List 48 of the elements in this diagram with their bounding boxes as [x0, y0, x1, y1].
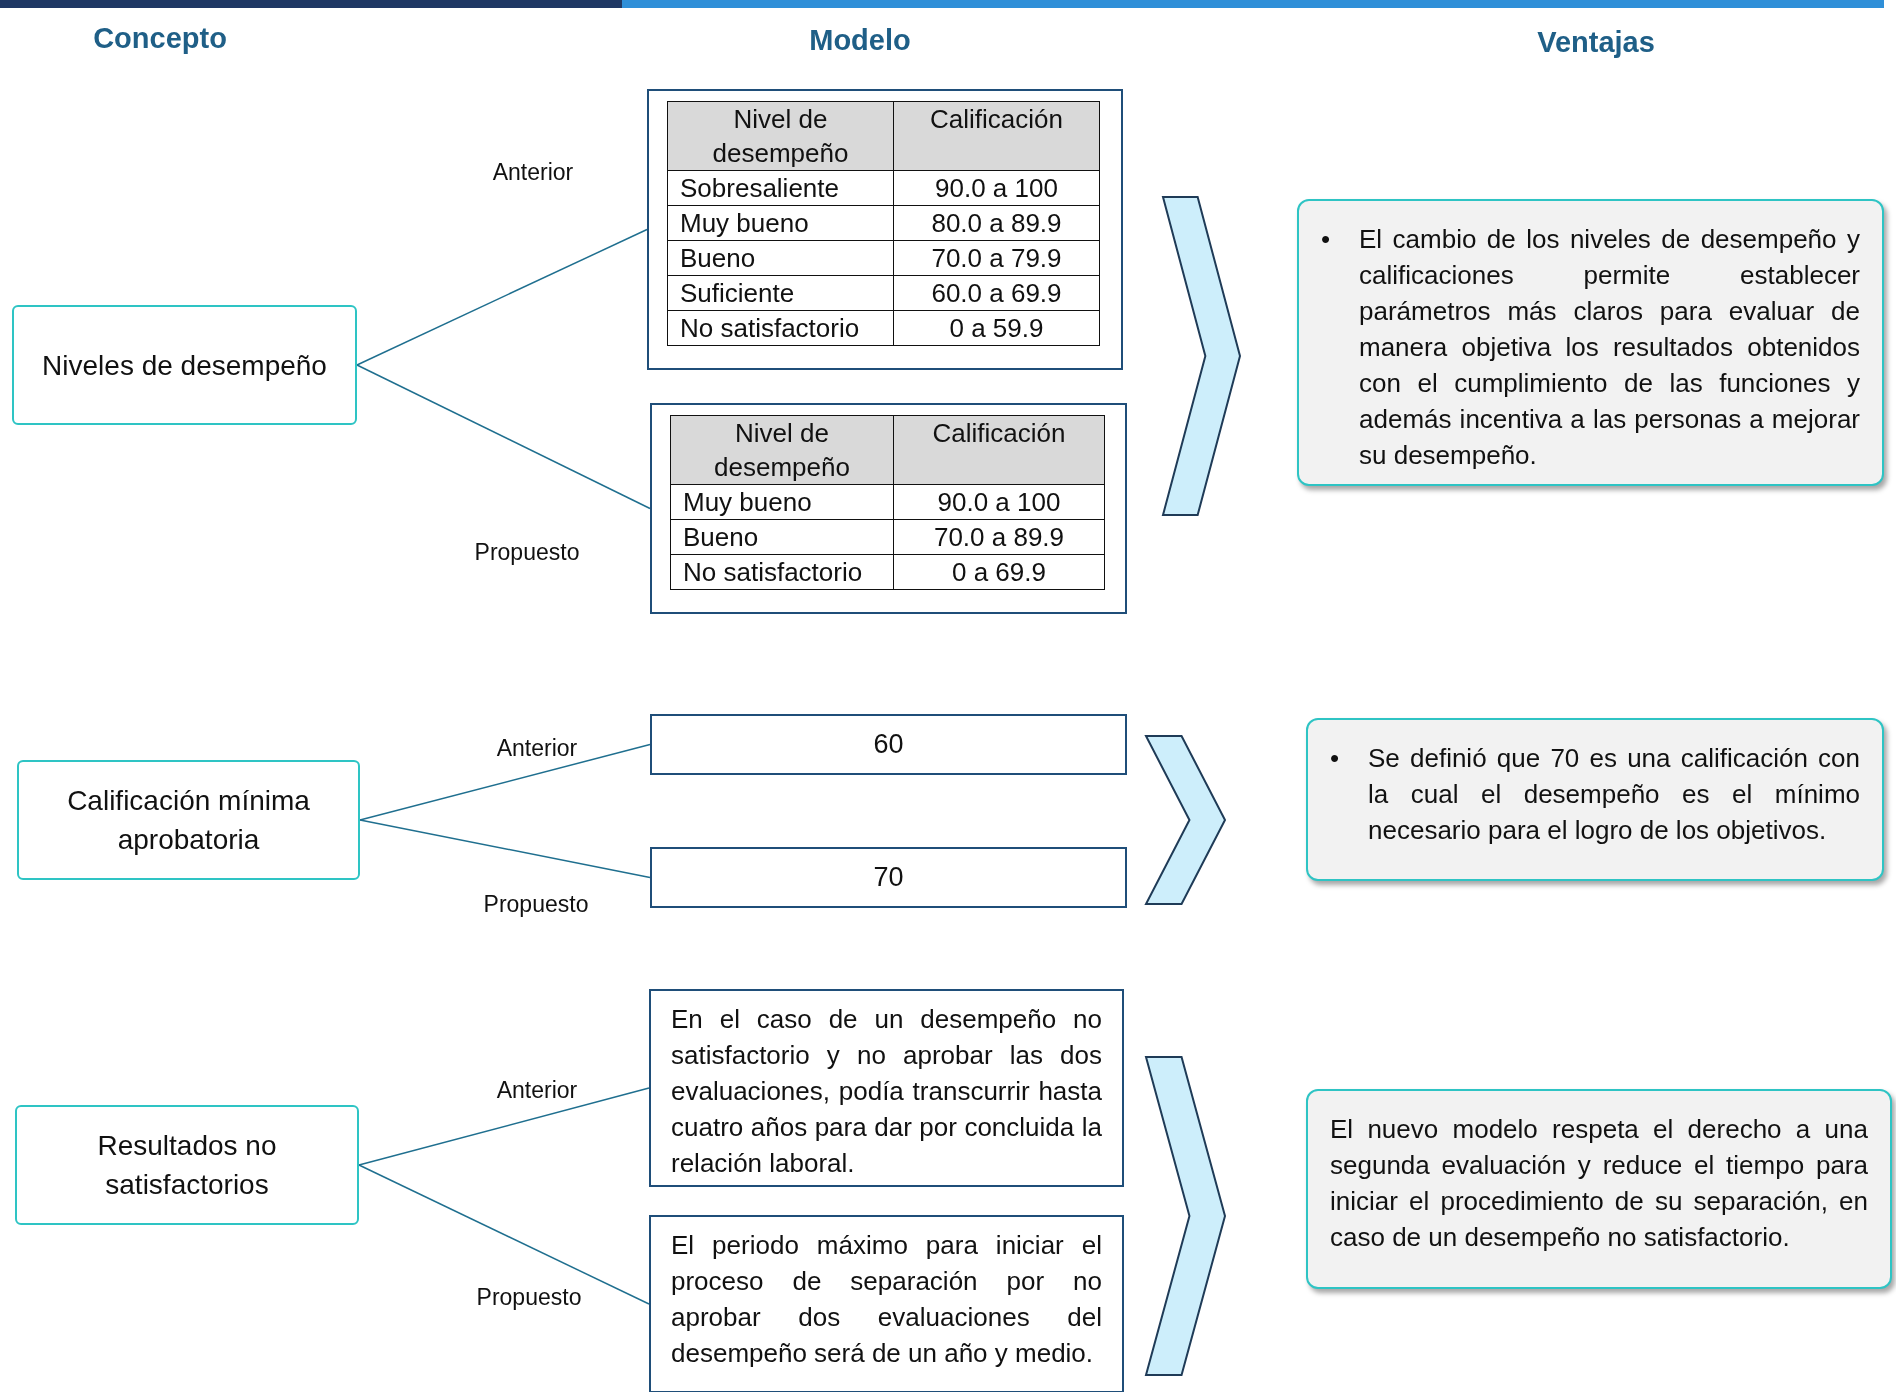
table-cell: 0 a 59.9	[893, 310, 1100, 346]
bullet-marker: •	[1321, 223, 1332, 256]
table-cell: No satisfactorio	[670, 554, 894, 590]
value-box: 60	[650, 714, 1127, 775]
table-cell: Sobresaliente	[667, 170, 894, 206]
bullet-text: Se definió que 70 es una calificación con la cual el desempeño es el mínimo necesario para el logro de los objetivos.	[1368, 742, 1860, 847]
bullet-marker: •	[1330, 742, 1341, 775]
connector-line	[356, 364, 651, 510]
table-header-cell: Nivel de desempeño	[670, 415, 894, 485]
table-cell: 90.0 a 100	[893, 170, 1100, 206]
table-cell: Muy bueno	[670, 484, 894, 520]
table-header-cell: Nivel de desempeño	[667, 101, 894, 171]
bullet-text: El cambio de los niveles de desempeño y calificaciones permite establecer parámetros más claros para evaluar de manera objetiva los resultados obtenidos con el cumplimiento de las funciones y además incentiva a las personas a mejorar su desempeño.	[1359, 223, 1860, 472]
text-box: El periodo máximo para iniciar el proceso de separación por no aprobar dos evaluaciones del desempeño será de un año y medio.	[649, 1215, 1124, 1392]
table-cell: Muy bueno	[667, 205, 894, 241]
table-cell: 90.0 a 100	[893, 484, 1105, 520]
concept-box: Niveles de desempeño	[12, 305, 357, 425]
text-box: En el caso de un desempeño no satisfactorio y no aprobar las dos evaluaciones, podía transcurrir hasta cuatro años para dar por concluida la relación laboral.	[649, 989, 1124, 1187]
connector-line	[359, 819, 651, 879]
concept-box: Resultados no satisfactorios	[15, 1105, 359, 1225]
connector-line	[358, 1087, 650, 1166]
advantage-card	[1297, 199, 1884, 486]
advantage-card: El nuevo modelo respeta el derecho a una segunda evaluación y reduce el tiempo para iniciar el procedimiento de su separación, en caso de un desempeño no satisfactorio.	[1306, 1089, 1892, 1289]
value-box: 70	[650, 847, 1127, 908]
table-header-cell: Calificación	[893, 101, 1100, 171]
table-cell: 70.0 a 79.9	[893, 240, 1100, 276]
table-frame	[650, 403, 1127, 614]
table-cell: 70.0 a 89.9	[893, 519, 1105, 555]
column-heading: Concepto	[93, 22, 227, 55]
column-heading: Modelo	[809, 24, 911, 57]
column-heading: Ventajas	[1537, 26, 1655, 59]
table-cell: Bueno	[667, 240, 894, 276]
connector-line	[356, 228, 648, 366]
table-cell: 60.0 a 69.9	[893, 275, 1100, 311]
advantage-card	[1306, 718, 1884, 881]
table-cell: 0 a 69.9	[893, 554, 1105, 590]
connector-line	[359, 743, 651, 821]
table-frame	[647, 89, 1123, 370]
concept-box: Calificación mínima aprobatoria	[17, 760, 360, 880]
table-cell: No satisfactorio	[667, 310, 894, 346]
chevron-arrow	[1144, 1056, 1227, 1376]
chevron-arrow	[1161, 196, 1242, 516]
table-header-cell: Calificación	[893, 415, 1105, 485]
connector-line	[358, 1164, 650, 1305]
table-cell: Bueno	[670, 519, 894, 555]
chevron-arrow	[1144, 735, 1227, 905]
table-cell: Suficiente	[667, 275, 894, 311]
table-cell: 80.0 a 89.9	[893, 205, 1100, 241]
